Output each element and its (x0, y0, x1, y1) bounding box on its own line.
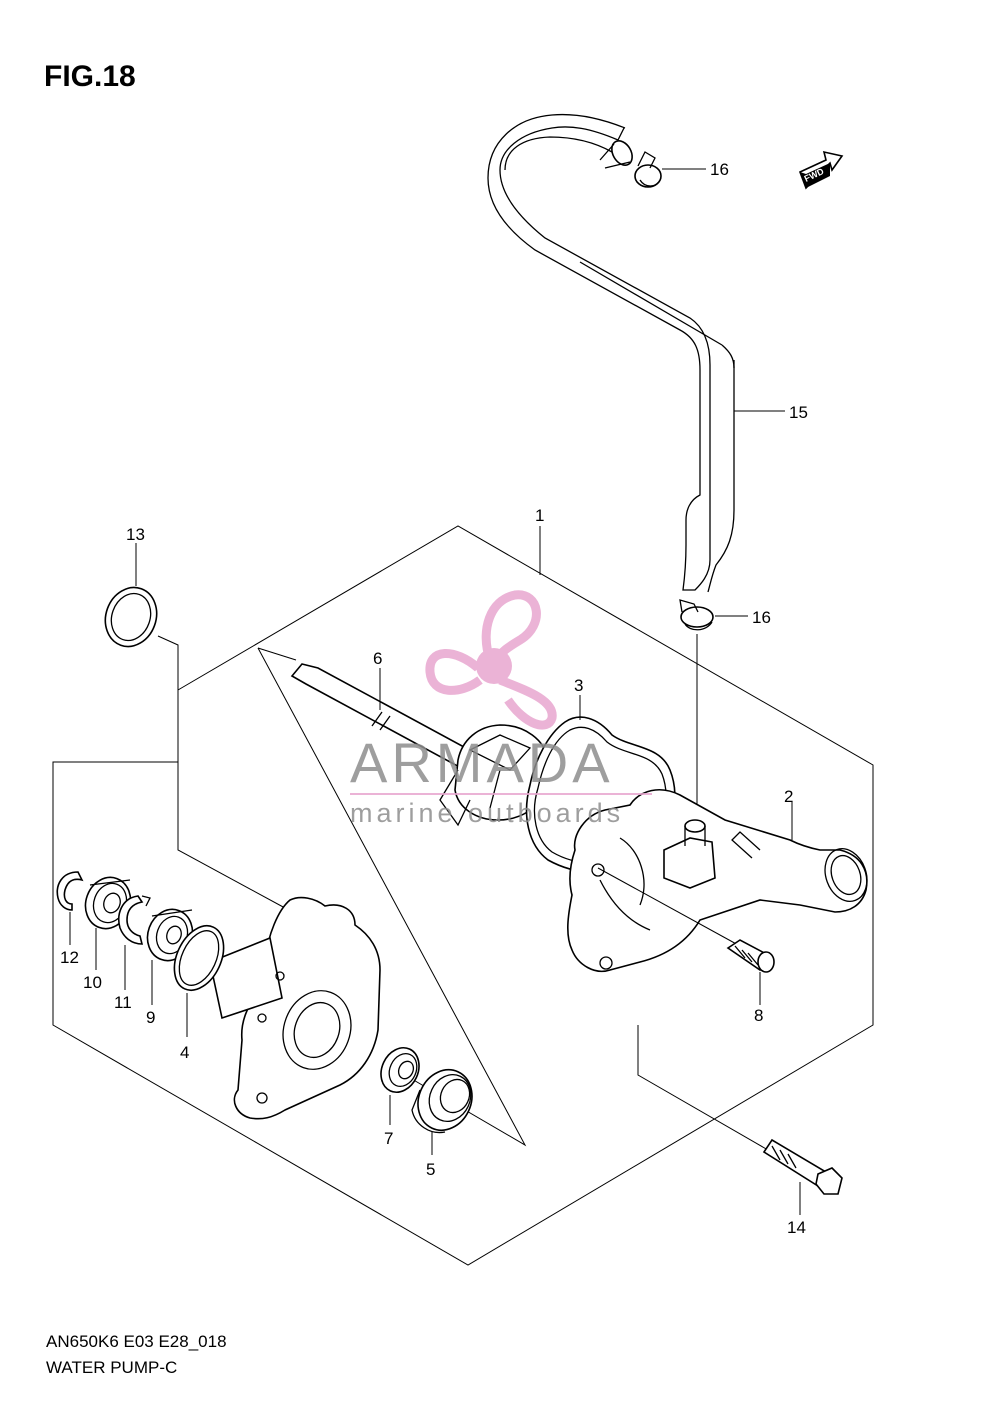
circlip-part-11[interactable] (118, 895, 151, 945)
callout-8: 8 (754, 1006, 763, 1025)
o-ring-part-4[interactable] (165, 918, 234, 998)
callout-15: 15 (789, 403, 808, 422)
figure-title: FIG.18 (44, 60, 136, 93)
forward-arrow-icon: FWD (798, 150, 844, 190)
pump-cover-part[interactable] (209, 896, 381, 1120)
callout-16-lower: 16 (752, 608, 771, 627)
pump-housing-part-2[interactable] (567, 789, 874, 972)
hose-clamp-lower-16[interactable] (679, 599, 714, 631)
callout-4: 4 (180, 1043, 189, 1062)
callout-12: 12 (60, 948, 79, 967)
propeller-icon (425, 590, 557, 730)
watermark-brand: ARMADA (350, 731, 614, 794)
callout-10: 10 (83, 973, 102, 992)
callout-16-upper: 16 (710, 160, 729, 179)
callout-2: 2 (784, 787, 793, 806)
hose-clamp-upper-16[interactable] (634, 151, 662, 188)
hose-part-15[interactable] (487, 113, 735, 593)
o-ring-part-13[interactable] (97, 580, 165, 653)
circlip-part-12[interactable] (56, 871, 84, 911)
callout-3: 3 (574, 676, 583, 695)
callout-13: 13 (126, 525, 145, 544)
callout-1: 1 (535, 506, 544, 525)
figure-code: AN650K6 E03 E28_018 (46, 1332, 227, 1351)
bolt-part-14[interactable] (762, 1138, 843, 1195)
screw-part-8[interactable] (726, 939, 775, 973)
figure-name: WATER PUMP-C (46, 1358, 178, 1377)
callout-5: 5 (426, 1160, 435, 1179)
mechanical-seal-part-5[interactable] (408, 1061, 481, 1139)
callout-6: 6 (373, 649, 382, 668)
callout-14: 14 (787, 1218, 806, 1237)
oil-seal-part-7[interactable] (374, 1042, 426, 1099)
armada-watermark: ARMADA marine outboards (350, 590, 652, 828)
callout-11: 11 (114, 993, 132, 1012)
watermark-tagline: marine outboards (350, 798, 624, 828)
callout-7: 7 (384, 1129, 393, 1148)
callout-9: 9 (146, 1008, 155, 1027)
